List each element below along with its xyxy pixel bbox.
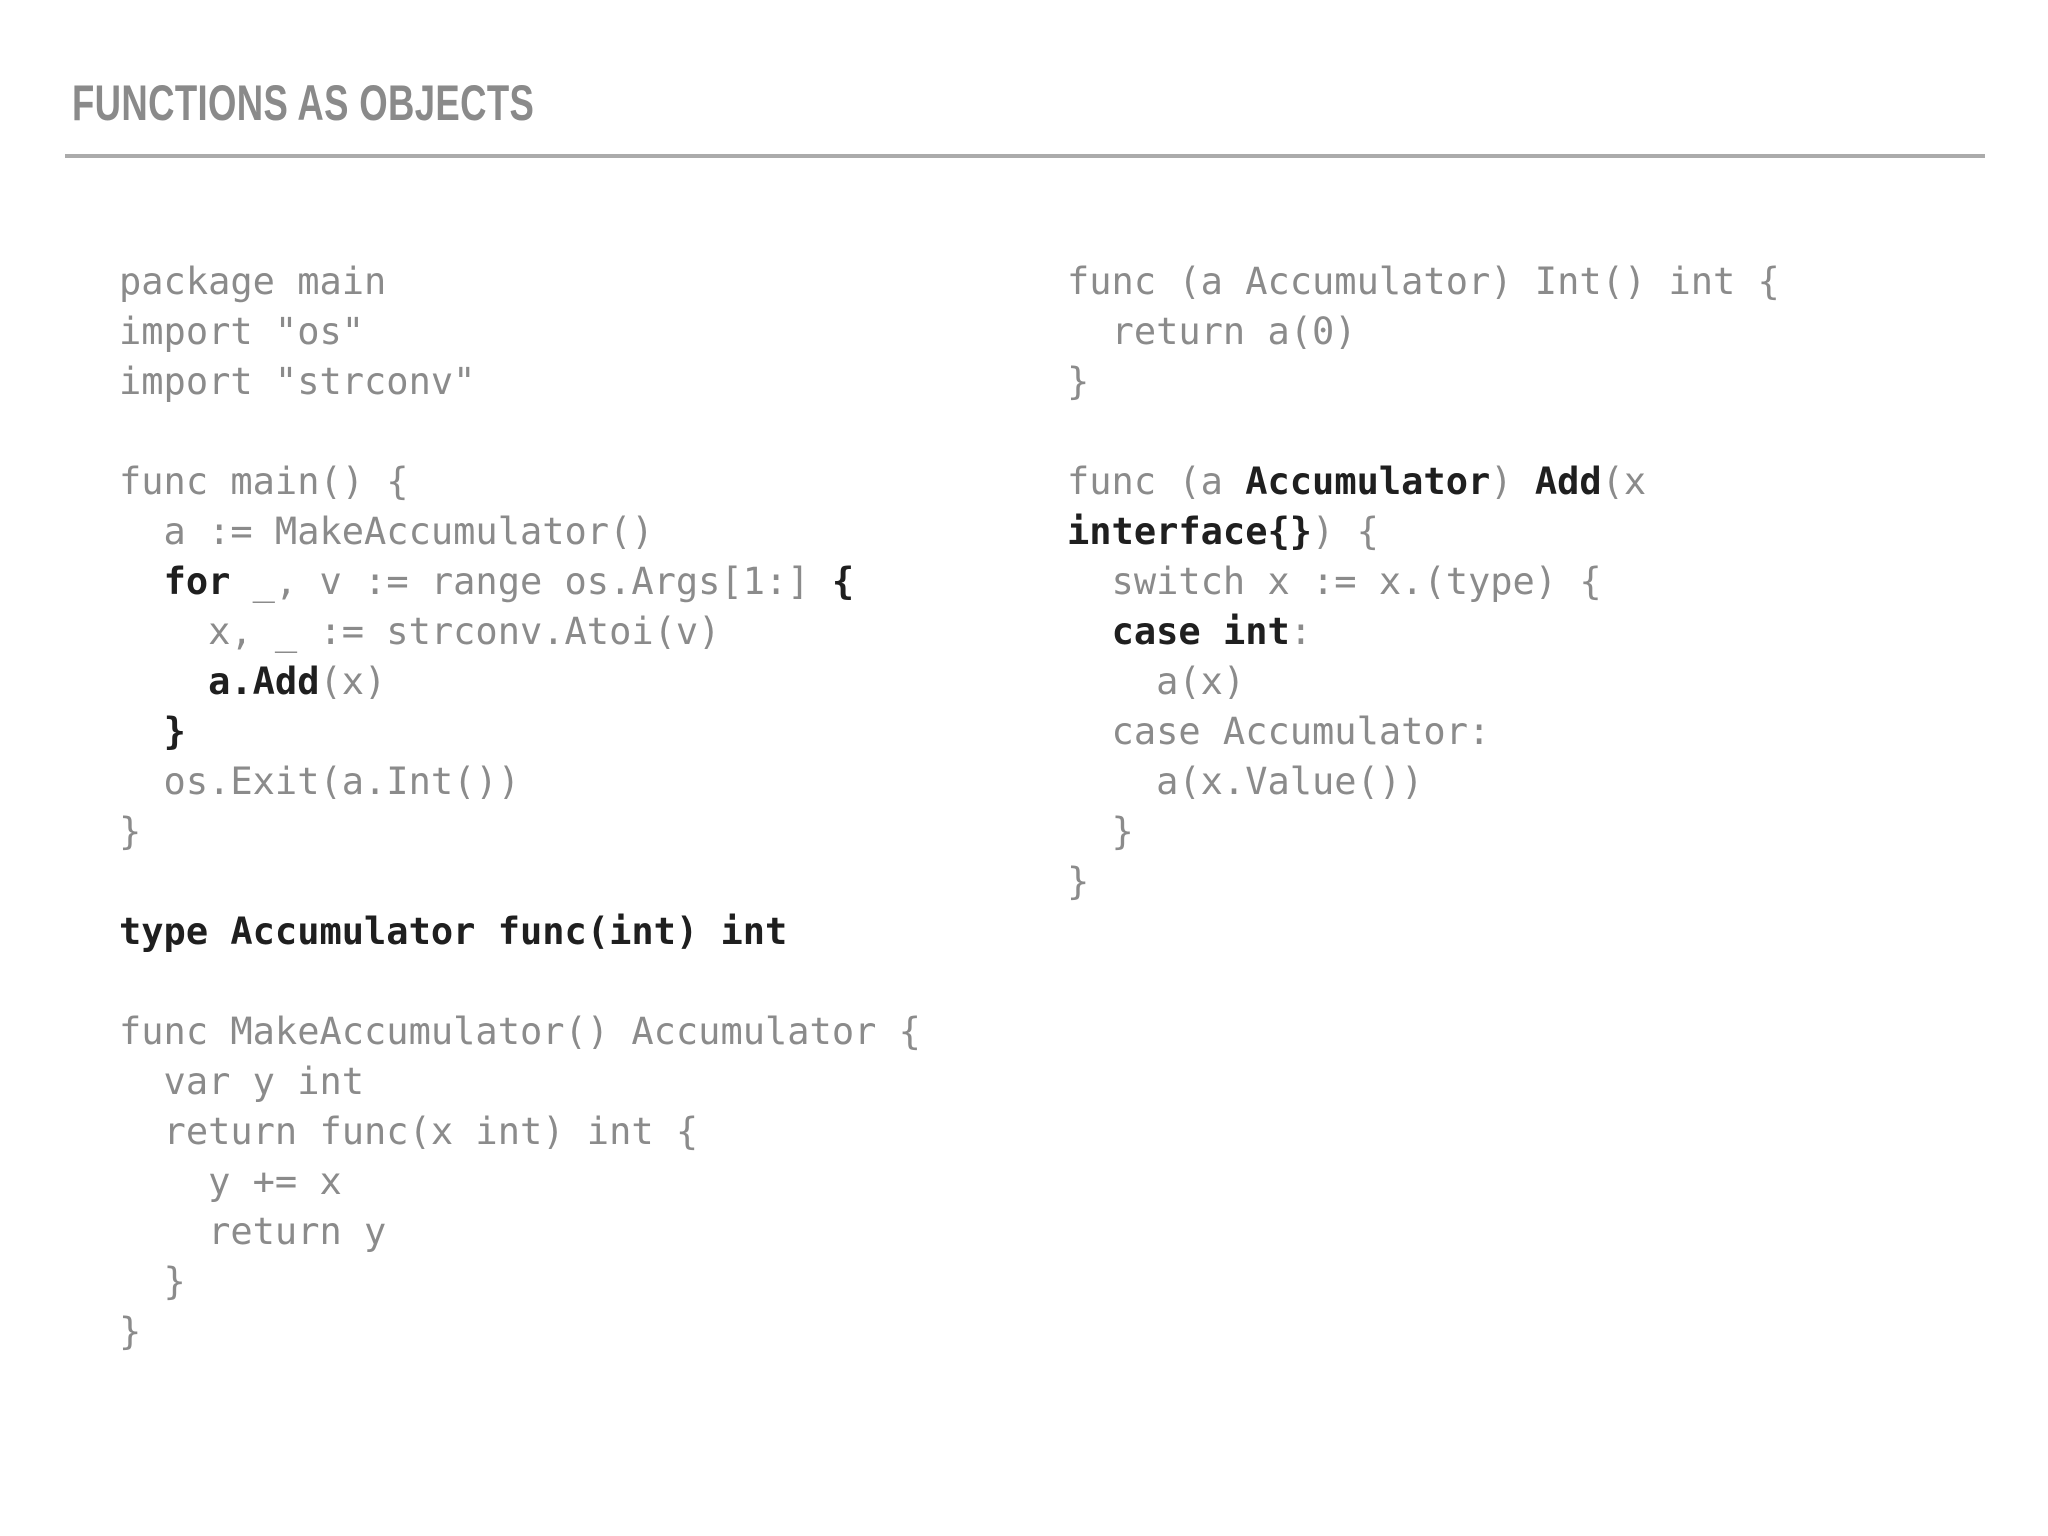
code-token: } — [1067, 860, 1090, 903]
code-token: a := MakeAccumulator() — [119, 510, 654, 553]
code-line: } — [1067, 357, 1780, 407]
code-token: (x) — [319, 660, 387, 703]
code-token-emphasis: } — [163, 710, 186, 753]
code-line: func (a Accumulator) Int() int { — [1067, 257, 1780, 307]
code-token: func (a Accumulator) Int() int { — [1067, 260, 1780, 303]
code-line — [119, 857, 921, 907]
code-token: } — [119, 810, 142, 853]
code-line: import "strconv" — [119, 357, 921, 407]
code-token: a(x.Value()) — [1067, 760, 1424, 803]
code-token — [119, 710, 164, 753]
code-token: var y int — [119, 1060, 365, 1103]
code-line: func main() { — [119, 457, 921, 507]
code-token: (x — [1601, 460, 1647, 503]
code-token: } — [119, 1310, 142, 1353]
code-token: import "strconv" — [119, 360, 476, 403]
code-line: x, _ := strconv.Atoi(v) — [119, 607, 921, 657]
code-line: func MakeAccumulator() Accumulator { — [119, 1007, 921, 1057]
code-token: _, v := range os.Args[1:] — [230, 560, 832, 603]
code-token — [119, 560, 164, 603]
code-line: } — [1067, 857, 1780, 907]
code-line: } — [119, 807, 921, 857]
code-line: return a(0) — [1067, 307, 1780, 357]
code-token — [119, 660, 208, 703]
code-token: : — [1289, 610, 1313, 653]
code-column-right: func (a Accumulator) Int() int { return … — [1067, 257, 1780, 907]
code-token: return func(x int) int { — [119, 1110, 699, 1153]
code-line: switch x := x.(type) { — [1067, 557, 1780, 607]
code-line: import "os" — [119, 307, 921, 357]
title-divider — [65, 154, 1985, 158]
code-line: a := MakeAccumulator() — [119, 507, 921, 557]
code-token: switch x := x.(type) { — [1067, 560, 1602, 603]
code-line: interface{}) { — [1067, 507, 1780, 557]
code-token: os.Exit(a.Int()) — [119, 760, 520, 803]
code-line: a(x.Value()) — [1067, 757, 1780, 807]
code-token: } — [1067, 810, 1134, 853]
code-line: var y int — [119, 1057, 921, 1107]
code-line: package main — [119, 257, 921, 307]
code-token-emphasis: for — [163, 560, 231, 603]
code-line: } — [1067, 807, 1780, 857]
code-line: for _, v := range os.Args[1:] { — [119, 557, 921, 607]
code-token: } — [1067, 360, 1090, 403]
page-title: FUNCTIONS AS OBJECTS — [72, 75, 535, 131]
code-token: x, _ := strconv.Atoi(v) — [119, 610, 721, 653]
code-line: y += x — [119, 1157, 921, 1207]
code-token: case Accumulator: — [1067, 710, 1491, 753]
code-line: return func(x int) int { — [119, 1107, 921, 1157]
code-token-emphasis: a.Add — [208, 660, 320, 703]
code-line: } — [119, 707, 921, 757]
code-token: func main() { — [119, 460, 409, 503]
code-line: func (a Accumulator) Add(x — [1067, 457, 1780, 507]
code-line: return y — [119, 1207, 921, 1257]
code-line — [1067, 407, 1780, 457]
code-line — [119, 407, 921, 457]
code-token — [1067, 610, 1112, 653]
code-token: ) — [1490, 460, 1535, 503]
code-line: type Accumulator func(int) int — [119, 907, 921, 957]
code-line: case int: — [1067, 607, 1780, 657]
code-token-emphasis: Add — [1534, 460, 1602, 503]
code-line: case Accumulator: — [1067, 707, 1780, 757]
code-token: func (a — [1067, 460, 1246, 503]
code-token-emphasis: type Accumulator func(int) int — [119, 910, 788, 953]
code-token: return a(0) — [1067, 310, 1357, 353]
code-token: y += x — [119, 1160, 342, 1203]
code-token: a(x) — [1067, 660, 1246, 703]
code-line: } — [119, 1307, 921, 1357]
code-token: import "os" — [119, 310, 365, 353]
code-token-emphasis: Accumulator — [1245, 460, 1491, 503]
code-line: a(x) — [1067, 657, 1780, 707]
code-token-emphasis: case int — [1111, 610, 1290, 653]
code-line — [119, 957, 921, 1007]
code-token: ) { — [1312, 510, 1379, 553]
code-line: a.Add(x) — [119, 657, 921, 707]
code-token-emphasis: interface{} — [1067, 510, 1313, 553]
code-token-emphasis: { — [831, 560, 855, 603]
code-token: package main — [119, 260, 387, 303]
code-token: return y — [119, 1210, 387, 1253]
code-token: } — [119, 1260, 186, 1303]
code-line: os.Exit(a.Int()) — [119, 757, 921, 807]
code-line: } — [119, 1257, 921, 1307]
code-token: func MakeAccumulator() Accumulator { — [119, 1010, 921, 1053]
